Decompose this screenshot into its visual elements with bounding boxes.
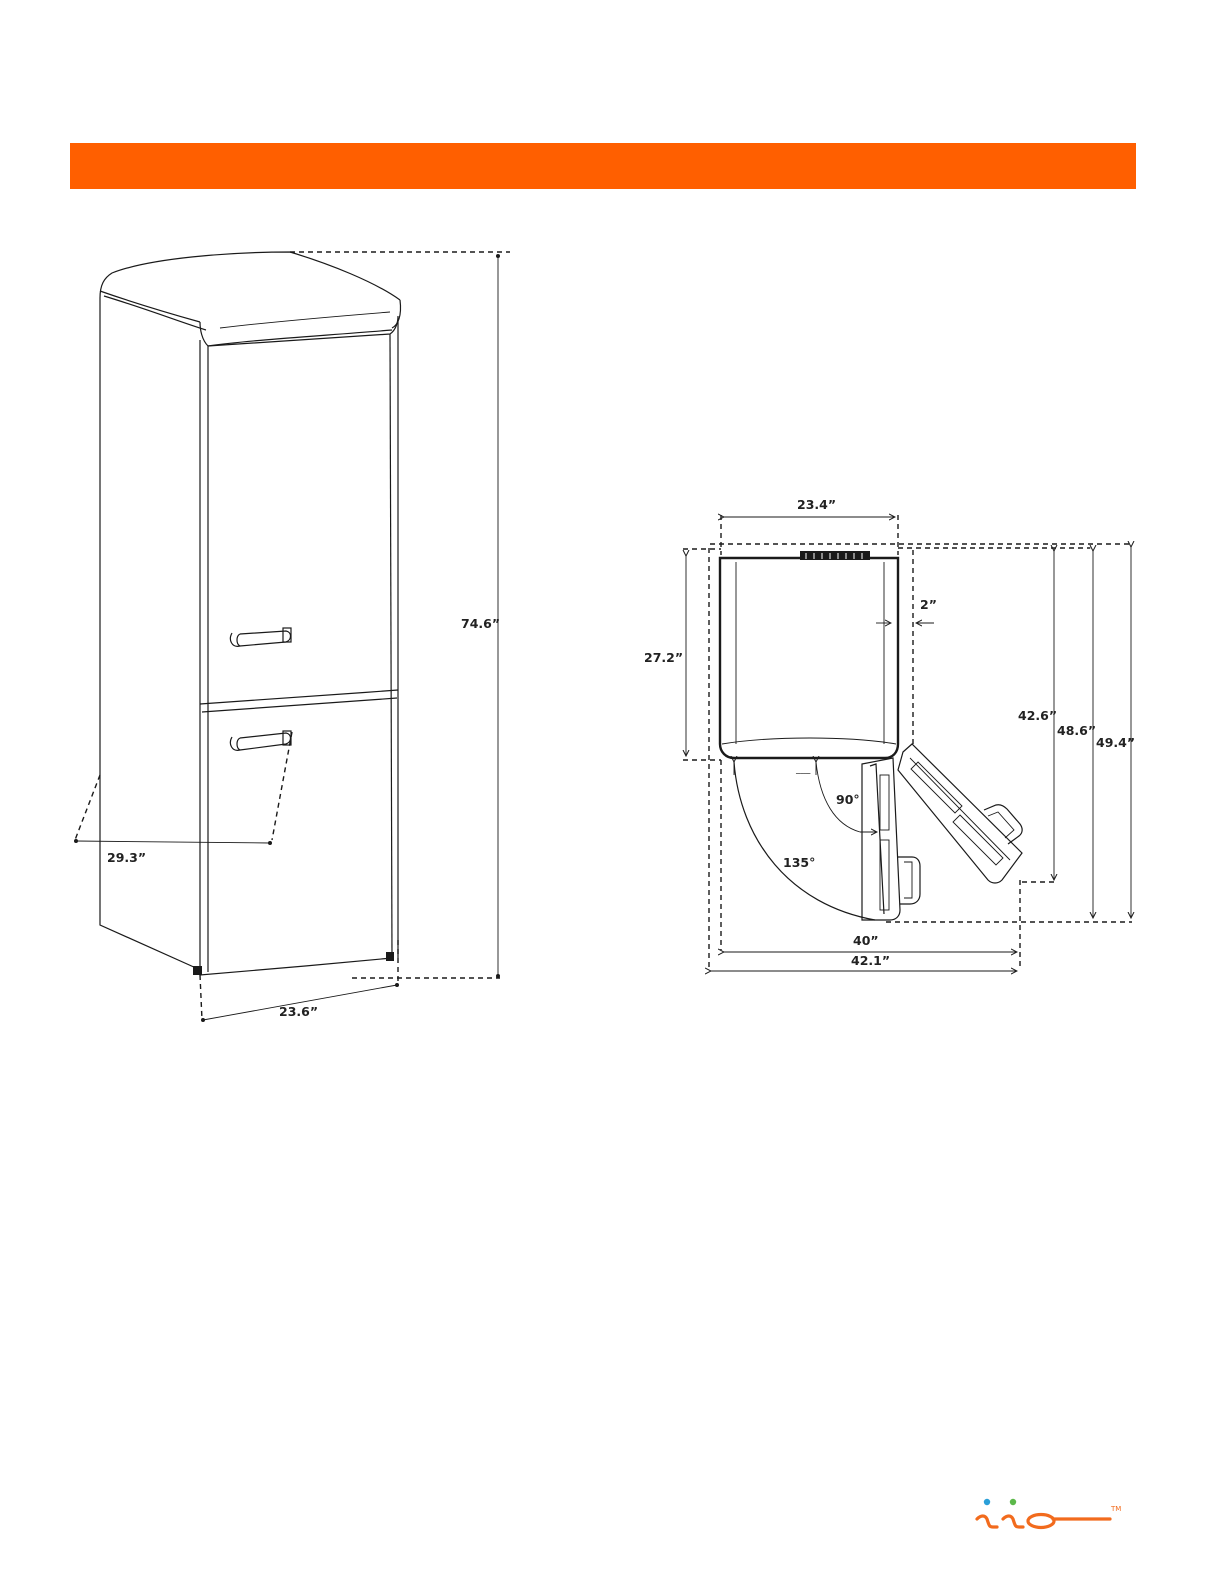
door-open-135 [898, 744, 1022, 883]
top-width-label: 23.4” [797, 497, 836, 512]
fridge-top-view: ══════ [683, 515, 1132, 971]
width-90-label: 40” [853, 933, 879, 948]
depth-90-label: 42.6” [1018, 708, 1057, 723]
door-open-90 [862, 758, 920, 920]
top-depth-label: 27.2” [644, 650, 683, 665]
depth-135-label: 49.4” [1096, 735, 1135, 750]
angle-135-label: 135° [783, 855, 815, 870]
height-label: 74.6” [461, 616, 500, 631]
width-135-label: 42.1” [851, 953, 890, 968]
iio-logo-icon: TM [975, 1497, 1125, 1537]
front-foot-left [193, 966, 202, 975]
angle-90-label: 90° [836, 792, 860, 807]
upper-door-handle [230, 628, 291, 646]
depth-label: 29.3” [107, 850, 146, 865]
gap-label: 2” [920, 597, 937, 612]
lower-door-handle [230, 731, 291, 750]
rear-vent [800, 551, 870, 560]
front-foot-right [386, 952, 394, 961]
trademark-mark: TM [1110, 1505, 1121, 1513]
width-label: 23.6” [279, 1004, 318, 1019]
depth-open-label: 48.6” [1057, 723, 1096, 738]
svg-text:══════: ══════ [795, 771, 811, 776]
fridge-front-view [74, 252, 510, 1022]
